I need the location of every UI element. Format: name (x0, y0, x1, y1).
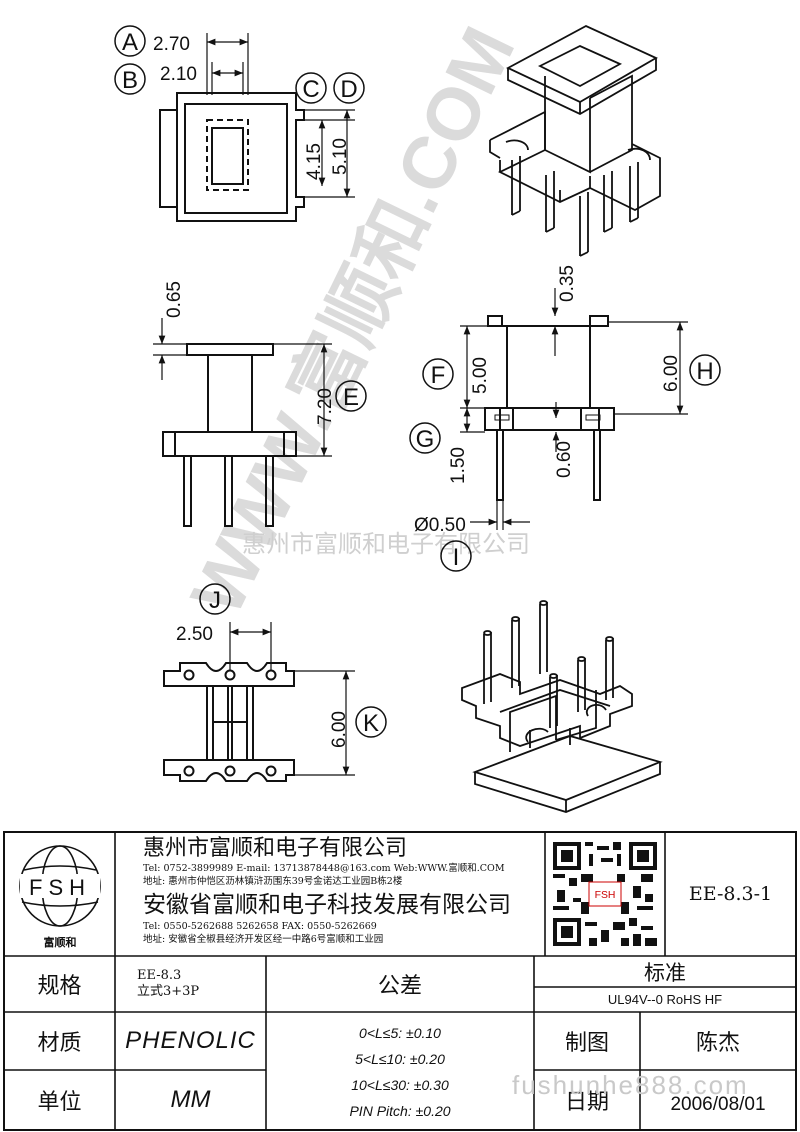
side-view (460, 288, 688, 530)
spec-value-line-2: 立式3+3P (137, 984, 200, 999)
isometric-view-1 (489, 24, 661, 257)
dim-top-gap-value: 0.35 (557, 265, 578, 302)
company-1-name: 惠州市富顺和电子有限公司 (143, 836, 408, 861)
callout-f: F (422, 358, 454, 390)
dim-pin-width-value: 0.60 (554, 441, 575, 478)
callout-j: J (199, 583, 231, 615)
tolerance-line: 10<L≤30: ±0.30 (351, 1077, 449, 1093)
callout-e: E (335, 380, 367, 412)
dim-h-value: 6.00 (661, 355, 682, 392)
material-label: 材质 (37, 1030, 82, 1055)
front-view (153, 318, 332, 527)
qr-code: FSH (549, 838, 661, 950)
callout-i: I (440, 540, 472, 572)
company-1-address: 地址: 惠州市仲恺区沥林镇浒沥围东39号金诺达工业园B栋2楼 (143, 876, 403, 887)
svg-text:K: K (363, 710, 379, 737)
spec-label: 规格 (37, 973, 82, 998)
svg-text:I: I (453, 544, 460, 571)
tolerance-line: PIN Pitch: ±0.20 (349, 1103, 451, 1119)
globe-logo-icon: FSH (19, 845, 101, 927)
tolerance-line: 5<L≤10: ±0.20 (355, 1051, 445, 1067)
date-value: 2006/08/01 (670, 1094, 766, 1115)
spec-value-line-1: EE-8.3 (137, 968, 182, 983)
dim-f-value: 5.00 (470, 357, 491, 394)
top-view-1 (159, 33, 355, 222)
company-logo: FSH 富顺和 (10, 836, 110, 954)
logo-text: FSH (29, 875, 91, 900)
tolerance-line: 0<L≤5: ±0.10 (359, 1025, 441, 1041)
dim-pin-top-value: 0.65 (164, 281, 185, 318)
watermark: WWW.富顺和.COM 惠州市富顺和电子有限公司 (175, 14, 531, 627)
unit-value: MM (170, 1086, 211, 1113)
company-1-contact: Tel: 0752-3899989 E-mail: 13713878448@16… (143, 863, 505, 874)
callout-d: D (333, 72, 365, 104)
dim-b-value: 2.10 (160, 64, 197, 85)
callout-a: A (114, 25, 146, 57)
qr-code-icon: FSH (553, 842, 657, 946)
company-2-contact: Tel: 0550-5262688 5262658 FAX: 0550-5262… (143, 921, 377, 932)
drawn-by-value: 陈杰 (695, 1030, 740, 1055)
svg-text:J: J (209, 587, 221, 614)
callout-g: G (409, 422, 441, 454)
qr-tag: FSH (595, 890, 616, 901)
logo-caption: 富顺和 (43, 937, 77, 949)
callout-c: C (295, 72, 327, 104)
svg-text:A: A (122, 29, 138, 56)
dim-diameter-value: Ø0.50 (414, 515, 466, 536)
svg-text:B: B (122, 67, 138, 94)
company-2-address: 地址: 安徽省全椒县经济开发区经一中路6号富顺和工业园 (143, 934, 384, 945)
drawn-by-label: 制图 (564, 1030, 609, 1055)
company-2-name: 安徽省富顺和电子科技发展有限公司 (143, 892, 511, 918)
dim-a-value: 2.70 (153, 34, 190, 55)
bottom-view (163, 622, 355, 782)
svg-text:C: C (302, 76, 319, 103)
tolerance-values: 0<L≤5: ±0.10 5<L≤10: ±0.20 10<L≤30: ±0.3… (266, 1018, 534, 1126)
part-number: EE-8.3-1 (688, 883, 773, 905)
material-value: PHENOLIC (125, 1027, 256, 1054)
svg-text:F: F (431, 362, 446, 389)
date-label: 日期 (564, 1089, 609, 1114)
dim-g-value: 1.50 (448, 447, 469, 484)
isometric-view-2 (461, 600, 663, 813)
engineering-drawing: WWW.富顺和.COM 惠州市富顺和电子有限公司 2.70 2.10 4.15 … (114, 14, 721, 813)
spec-value: EE-8.3 立式3+3P (115, 956, 266, 1012)
unit-label: 单位 (37, 1089, 82, 1114)
svg-text:E: E (343, 384, 359, 411)
tolerance-label: 公差 (377, 973, 422, 998)
title-block: FSH 富顺和 惠州市富顺和电子有限公司 Tel: 0752-3899989 E… (0, 830, 800, 1132)
dim-c-value: 4.15 (304, 143, 325, 180)
callout-b: B (114, 63, 146, 95)
standard-label: 标准 (644, 961, 686, 985)
standard-value: UL94V--0 RoHS HF (607, 992, 723, 1007)
callouts: A B C D E F G H I J K (114, 25, 721, 738)
company-info: 惠州市富顺和电子有限公司 Tel: 0752-3899989 E-mail: 1… (143, 836, 543, 946)
callout-k: K (355, 706, 387, 738)
title-block-grid (3, 831, 797, 1131)
dim-j-value: 2.50 (176, 624, 213, 645)
svg-text:D: D (340, 76, 357, 103)
dim-k-value: 6.00 (329, 711, 350, 748)
dim-e-value: 7.20 (315, 388, 336, 425)
callout-h: H (689, 354, 721, 386)
watermark-company: 惠州市富顺和电子有限公司 (242, 531, 530, 558)
svg-text:H: H (696, 358, 713, 385)
dim-d-value: 5.10 (330, 138, 351, 175)
svg-text:G: G (416, 426, 435, 453)
